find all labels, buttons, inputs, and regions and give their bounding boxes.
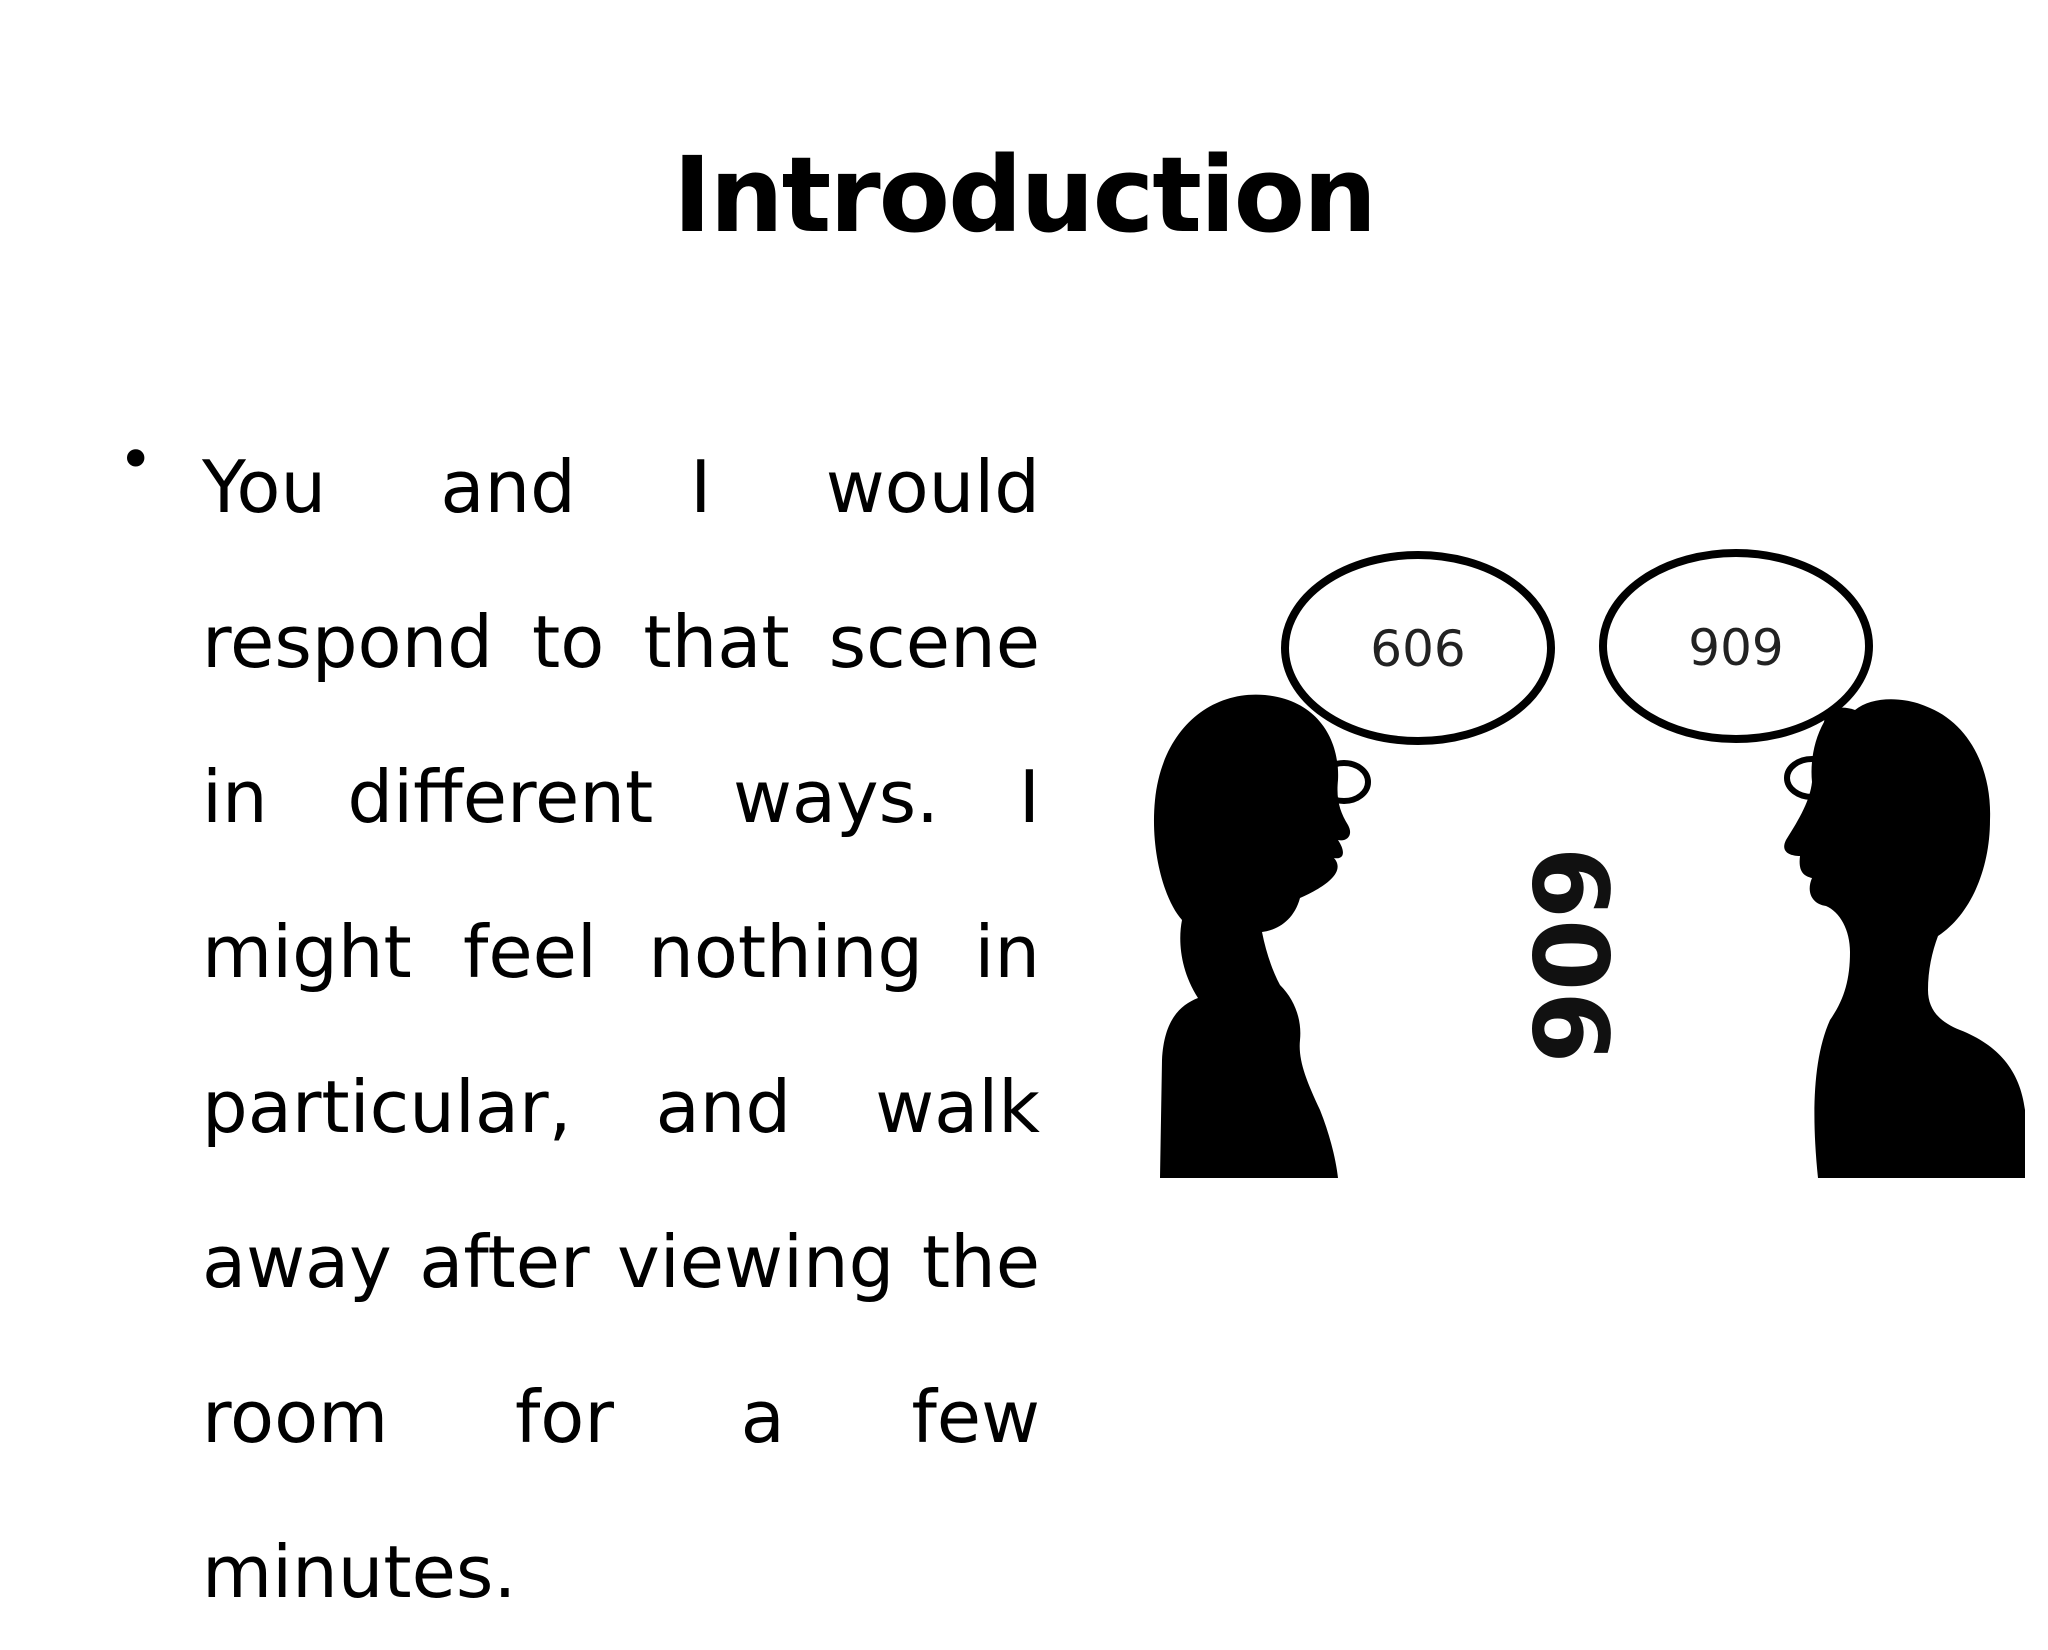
bullet-text: You and I would respond to that scene in… — [202, 445, 1040, 1614]
perspective-illustration: 606 909 606 — [1150, 500, 2030, 1200]
floor-number: 606 — [1509, 846, 1631, 1063]
man-silhouette-icon — [1784, 699, 2025, 1178]
bullet-marker: • — [118, 425, 154, 495]
slide-title: Introduction — [672, 134, 1377, 256]
right-bubble-number: 909 — [1688, 619, 1783, 677]
woman-silhouette-icon — [1153, 694, 1351, 1178]
slide: Introduction • You and I would respond t… — [118, 134, 2030, 1614]
left-bubble-number: 606 — [1370, 620, 1465, 678]
